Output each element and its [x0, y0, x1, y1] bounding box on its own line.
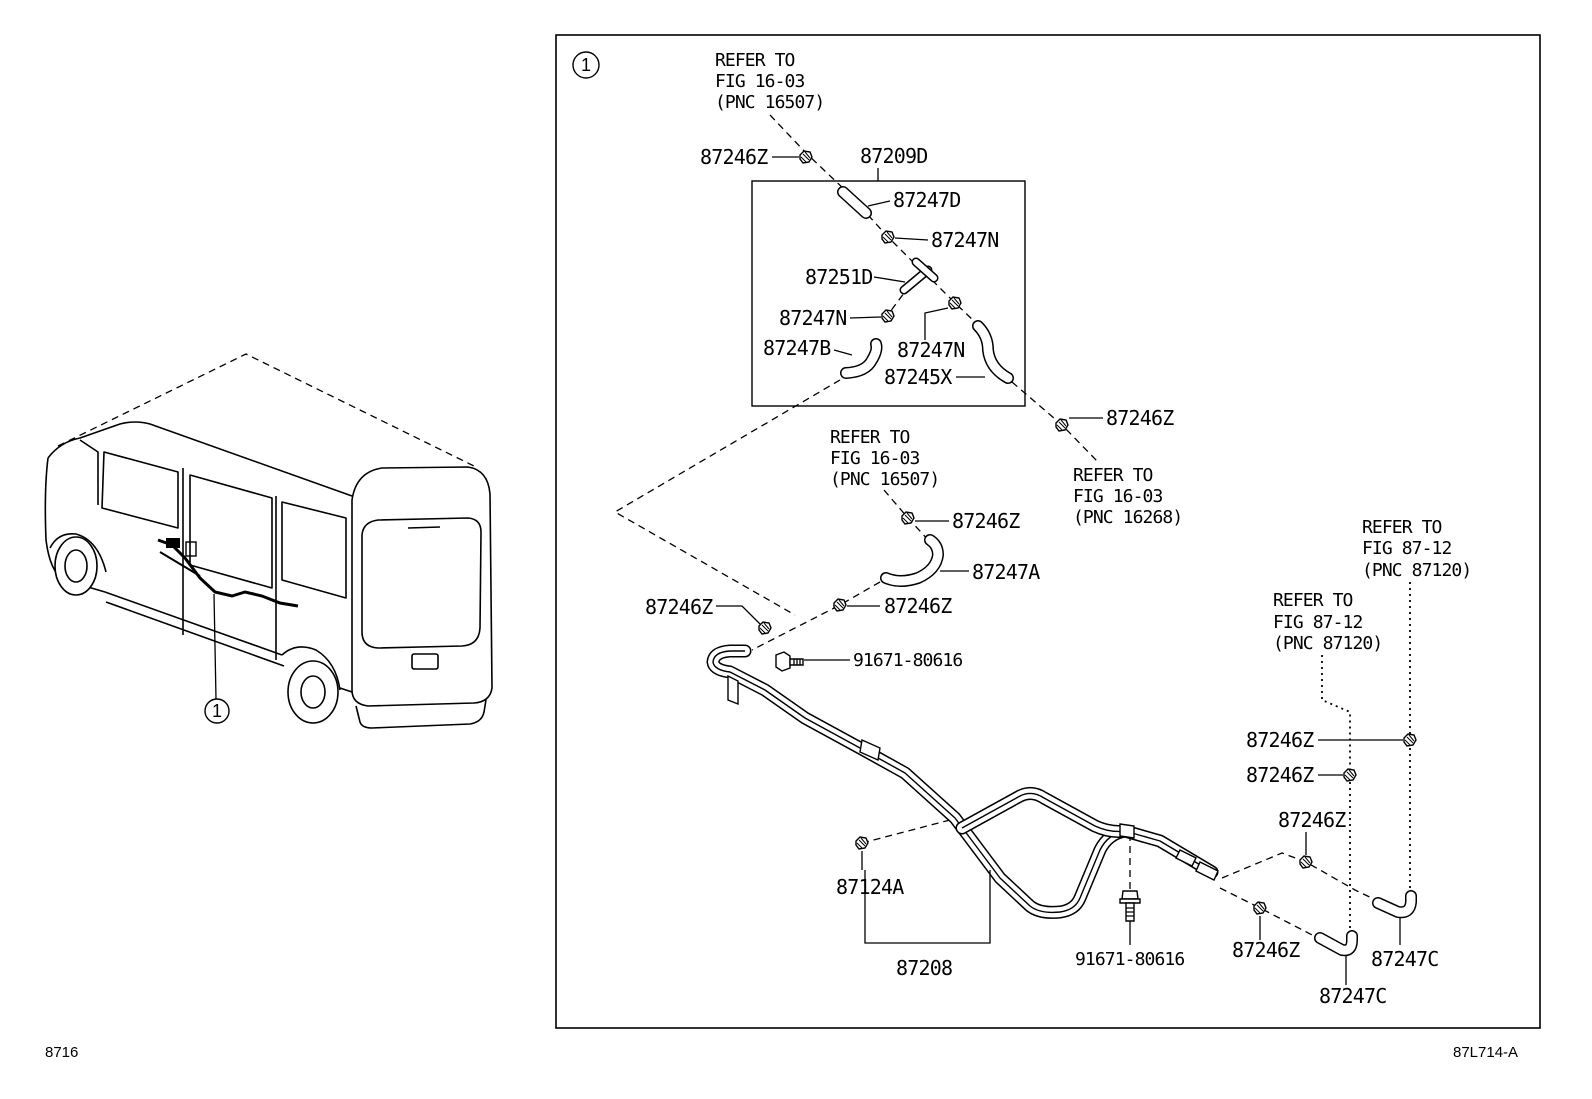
part-label[interactable]: 87246Z — [884, 594, 953, 618]
clip — [881, 230, 895, 244]
clip — [1299, 855, 1313, 869]
part-label[interactable]: 91671-80616 — [1075, 949, 1185, 970]
part-label[interactable]: 87246Z — [1278, 808, 1347, 832]
hose-87247c-right — [1372, 890, 1417, 919]
refer-note-line: (PNC 16268) — [1073, 507, 1182, 528]
figure-code: 8716 — [45, 1044, 78, 1061]
refer-note-line: (PNC 16507) — [830, 469, 939, 490]
label-leaders — [716, 156, 1403, 985]
refer-note-line: FIG 87-12 — [1273, 612, 1362, 633]
part-label[interactable]: 87247C — [1319, 984, 1387, 1008]
detail-frame — [555, 34, 1541, 1029]
part-label[interactable]: 87246Z — [952, 509, 1021, 533]
refer-note-line: REFER TO — [1073, 465, 1153, 486]
hose-87247b — [840, 338, 883, 379]
illustration-code: 87L714-A — [1453, 1044, 1518, 1061]
clip — [1403, 733, 1417, 747]
part-label[interactable]: 87246Z — [1232, 938, 1301, 962]
refer-note-line: REFER TO — [830, 427, 910, 448]
part-label[interactable]: 87251D — [805, 265, 873, 289]
part-label[interactable]: 87246Z — [1106, 406, 1175, 430]
vehicle-illustration — [44, 353, 493, 729]
hose-87247a — [880, 534, 944, 587]
clip — [1253, 901, 1267, 915]
refer-note-line: FIG 16-03 — [1073, 486, 1162, 507]
refer-note-line: REFER TO — [715, 50, 795, 71]
part-label[interactable]: 87247D — [893, 188, 961, 212]
part-label[interactable]: 87247C — [1371, 947, 1439, 971]
clip — [948, 296, 962, 310]
callout-marker-frame: 1 — [572, 51, 600, 79]
bolt-lower — [1119, 890, 1141, 922]
part-label[interactable]: 87247N — [931, 228, 999, 252]
callout-leader — [213, 593, 217, 700]
refer-note-line: REFER TO — [1362, 517, 1442, 538]
tee-joint-87251d — [899, 257, 939, 295]
refer-note-line: REFER TO — [1273, 590, 1353, 611]
hose-87245x — [972, 320, 1014, 384]
refer-note-3: REFER TO FIG 16-03 (PNC 16268) — [1073, 465, 1183, 528]
refer-note-4: REFER TO FIG 87-12 (PNC 87120) — [1362, 517, 1472, 581]
clip — [881, 309, 895, 323]
refer-note-2: REFER TO FIG 16-03 (PNC 16507) — [830, 427, 940, 490]
clip — [758, 621, 772, 635]
clip — [833, 598, 847, 612]
callout-number: 1 — [581, 55, 591, 75]
part-label[interactable]: 87247N — [779, 306, 847, 330]
refer-note-line: (PNC 16507) — [715, 92, 824, 113]
pipe-assembly-87208 — [706, 644, 1219, 919]
refer-note-line: FIG 87-12 — [1362, 538, 1451, 559]
part-label[interactable]: 87247N — [897, 338, 965, 362]
refer-note-line: (PNC 87120) — [1273, 633, 1382, 654]
part-labels: 87246Z 87209D 87247D 87247N 87251D 87247… — [645, 144, 1439, 1008]
clip — [799, 150, 813, 164]
part-label[interactable]: 87246Z — [1246, 763, 1315, 787]
refer-note-1: REFER TO FIG 16-03 (PNC 16507) — [715, 50, 825, 113]
part-label[interactable]: 87246Z — [1246, 728, 1315, 752]
part-label[interactable]: 87247B — [763, 336, 832, 360]
refer-note-line: (PNC 87120) — [1362, 560, 1471, 581]
part-label[interactable]: 87246Z — [700, 145, 769, 169]
refer-note-5: REFER TO FIG 87-12 (PNC 87120) — [1273, 590, 1383, 654]
refer-note-line: FIG 16-03 — [715, 71, 804, 92]
callout-number: 1 — [212, 701, 222, 721]
clip — [1055, 418, 1069, 432]
clip — [901, 511, 915, 525]
clip — [1343, 768, 1357, 782]
part-label[interactable]: 87209D — [860, 144, 928, 168]
part-label[interactable]: 87246Z — [645, 595, 714, 619]
hose-87247c-left — [1314, 930, 1358, 957]
refer-note-line: FIG 16-03 — [830, 448, 919, 469]
part-label[interactable]: 87208 — [896, 956, 953, 980]
kit-box-87209d — [751, 180, 1026, 407]
bolt-upper — [775, 651, 804, 672]
part-label[interactable]: 87247A — [972, 560, 1041, 584]
hose-87247d — [837, 186, 872, 219]
part-label[interactable]: 87245X — [884, 365, 953, 389]
callout-marker-vehicle: 1 — [204, 698, 230, 724]
part-label[interactable]: 87124A — [836, 875, 905, 899]
harness-on-vehicle — [157, 538, 299, 608]
part-label[interactable]: 91671-80616 — [853, 650, 963, 671]
clip — [855, 836, 869, 850]
